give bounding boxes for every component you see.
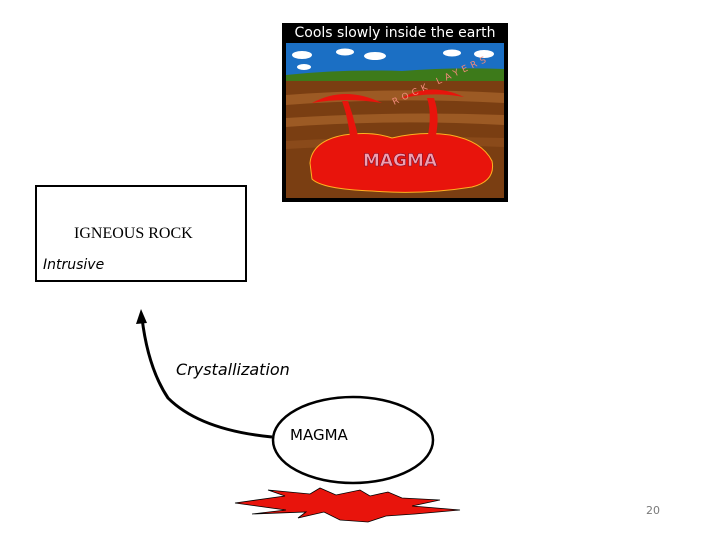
clouds — [292, 48, 494, 70]
magma-sill — [400, 89, 464, 99]
magma-dike — [427, 98, 438, 135]
illustration-magma-text: MAGMA — [363, 151, 438, 171]
magma-ellipse — [271, 395, 435, 485]
magma-label: MAGMA — [290, 426, 348, 444]
magma-dike — [342, 101, 358, 137]
crystallization-label: Crystallization — [176, 360, 290, 379]
grass — [286, 68, 504, 83]
magma-sill — [312, 94, 382, 103]
magma-cross-section-image: ROCK LAYERS MAGMA — [286, 43, 504, 198]
page-number: 20 — [646, 504, 660, 517]
illustration-caption: Cools slowly inside the earth — [294, 25, 496, 41]
heat-burst — [234, 487, 461, 523]
igneous-rock-title: IGNEOUS ROCK — [74, 225, 193, 242]
magma-illustration: ROCK LAYERS MAGMA Cools slowly inside th… — [282, 23, 508, 202]
igneous-rock-box: IGNEOUS ROCK Intrusive — [35, 185, 247, 282]
crystallization-arrow — [140, 317, 273, 439]
arrow-head — [136, 309, 147, 324]
rock-layer — [286, 113, 504, 127]
intrusive-label: Intrusive — [43, 257, 105, 273]
